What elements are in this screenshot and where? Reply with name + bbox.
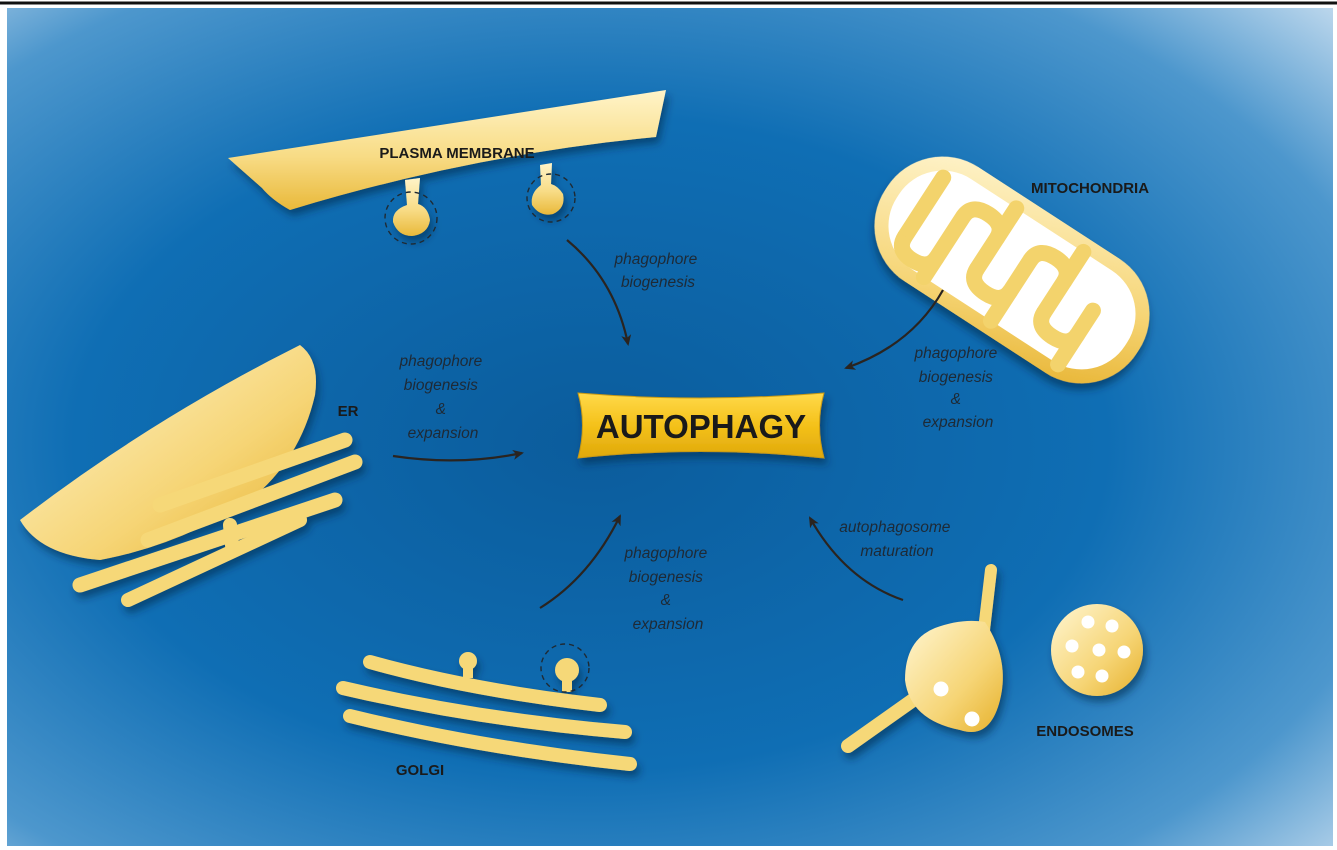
endosomes-label: ENDOSOMES [1036,723,1134,740]
endosome-vesicle [934,682,949,697]
endosome-vesicle [965,712,980,727]
golgi-label: GOLGI [396,762,444,779]
er-label: ER [338,403,359,420]
autophagy-title: AUTOPHAGY [596,408,806,445]
mitochondria-label: MITOCHONDRIA [1031,180,1149,197]
plasma-membrane-label: PLASMA MEMBRANE [379,145,534,162]
